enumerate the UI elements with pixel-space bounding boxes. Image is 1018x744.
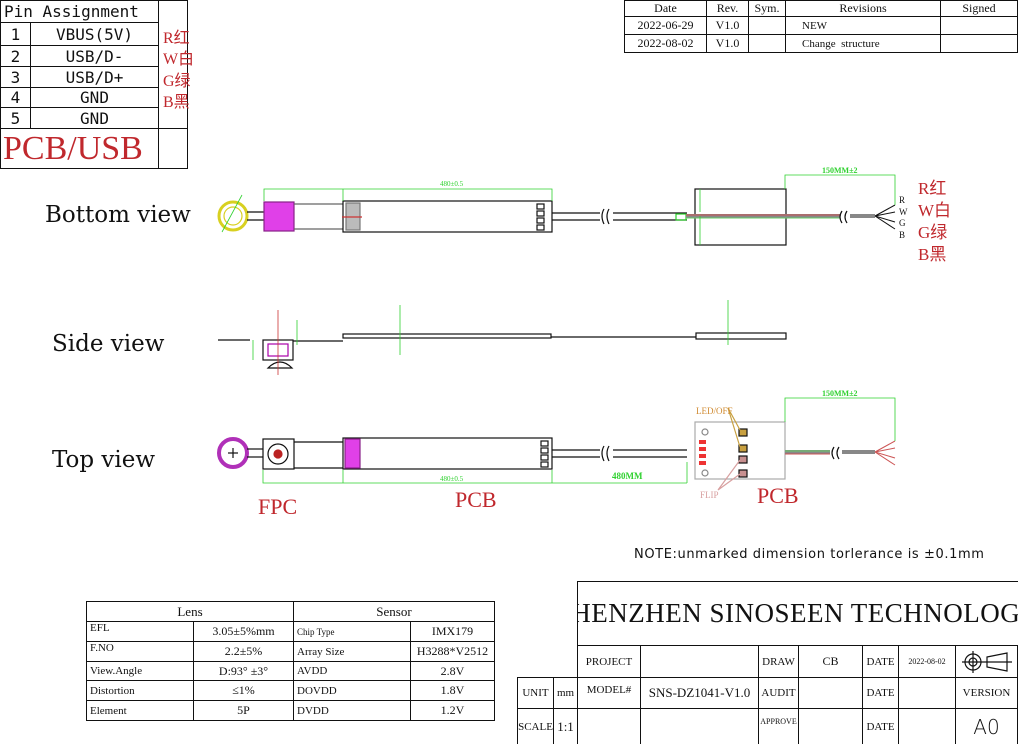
date-value	[898, 677, 956, 709]
tolerance-note: NOTE:unmarked dimension torlerance is ±0…	[634, 547, 985, 562]
wire-color-legend: B黑	[918, 245, 947, 264]
wire-color: G绿	[163, 73, 191, 90]
spec-value: H3288*V2512	[410, 641, 495, 662]
pcb-bottom	[342, 200, 553, 233]
date-value: 2022-08-02	[898, 645, 956, 678]
wire-color: R红	[163, 30, 190, 47]
third-angle-projection-icon	[961, 650, 1012, 673]
spec-key: Array Size	[293, 641, 411, 662]
audit-value	[798, 677, 863, 709]
spec-value: 3.05±5%mm	[193, 621, 294, 642]
scale-value: 1:1	[553, 708, 578, 744]
wire-letter: W	[899, 206, 908, 217]
approve-label: APPROVE	[758, 708, 799, 744]
wire-color-legend: W白	[918, 201, 952, 220]
project-label: PROJECT	[577, 645, 641, 678]
empty-cell	[640, 708, 759, 744]
wire-letter: R	[899, 195, 906, 205]
lens-ring-bottom	[217, 200, 249, 232]
fpc-label: FPC	[258, 494, 298, 519]
model-value: SNS-DZ1041-V1.0	[640, 677, 759, 709]
version-value: A0	[955, 708, 1018, 744]
version-label: VERSION	[955, 677, 1018, 709]
pcb-length-dimension: 480±0.5	[440, 180, 464, 188]
spec-value: 2.8V	[410, 661, 495, 681]
spec-key: AVDD	[293, 661, 411, 681]
unit-value: mm	[553, 677, 578, 709]
sensor-header: Sensor	[293, 601, 495, 622]
spec-key: Element	[86, 700, 194, 721]
spec-key: DOVDD	[293, 680, 411, 701]
lead-length-dimension: 150MM±2	[822, 166, 858, 175]
empty-cell	[577, 708, 641, 744]
spec-value: IMX179	[410, 621, 495, 642]
company-name: SHENZHEN SINOSEEN TECHNOLOGY	[577, 581, 1018, 646]
flip-label: FLIP	[700, 490, 719, 500]
bottom-view-label: Bottom view	[45, 202, 191, 228]
draw-label: DRAW	[758, 645, 799, 678]
side-view-label: Side view	[52, 331, 165, 357]
spec-value: 5P	[193, 700, 294, 721]
top-view-label: Top view	[52, 447, 156, 473]
project-value	[640, 645, 759, 678]
wire-letter: G	[899, 218, 906, 228]
cable-length-dimension: 480MM	[612, 471, 643, 481]
led-off-label: LED/OFF	[696, 406, 733, 416]
spec-value: 1.8V	[410, 680, 495, 701]
model-label: MODEL#	[577, 677, 641, 709]
spec-key: EFL	[86, 621, 194, 642]
date-label: DATE	[862, 677, 899, 709]
lens-ring-top	[217, 437, 249, 469]
empty-cell	[158, 128, 188, 169]
scale-label: SCALE	[517, 708, 554, 744]
audit-label: AUDIT	[758, 677, 799, 709]
wire-color-legend: G绿	[918, 223, 948, 242]
spec-key: F.NO	[86, 641, 194, 662]
spec-value: 1.2V	[410, 700, 495, 721]
pcb-label: PCB	[757, 483, 799, 508]
projection-symbol	[955, 645, 1018, 678]
spec-key: Distortion	[86, 680, 194, 701]
approve-value	[798, 708, 863, 744]
rev-desc: Change structure	[785, 34, 941, 53]
pcb-length-dimension: 480±0.5	[440, 475, 464, 483]
date-label: DATE	[862, 645, 899, 678]
wire-color: B黑	[163, 94, 190, 111]
lead-length-dimension: 150MM±2	[822, 389, 858, 398]
wire-color: W白	[163, 51, 195, 68]
draw-value: CB	[798, 645, 863, 678]
date-value	[898, 708, 956, 744]
spec-value: D:93° ±3°	[193, 661, 294, 681]
wire-letter: B	[899, 229, 906, 240]
spec-key: DVDD	[293, 700, 411, 721]
spec-value: ≤1%	[193, 680, 294, 701]
spec-value: 2.2±5%	[193, 641, 294, 662]
connector-bottom	[263, 201, 295, 232]
pin-table-footer: PCB/USB	[0, 128, 159, 169]
lens-header: Lens	[86, 601, 294, 622]
date-label: DATE	[862, 708, 899, 744]
spec-key: View.Angle	[86, 661, 194, 681]
pcb-label: PCB	[455, 487, 497, 512]
unit-label: UNIT	[517, 677, 554, 709]
wire-color-legend: R红	[918, 179, 947, 198]
spec-key: Chip Type	[293, 621, 411, 642]
